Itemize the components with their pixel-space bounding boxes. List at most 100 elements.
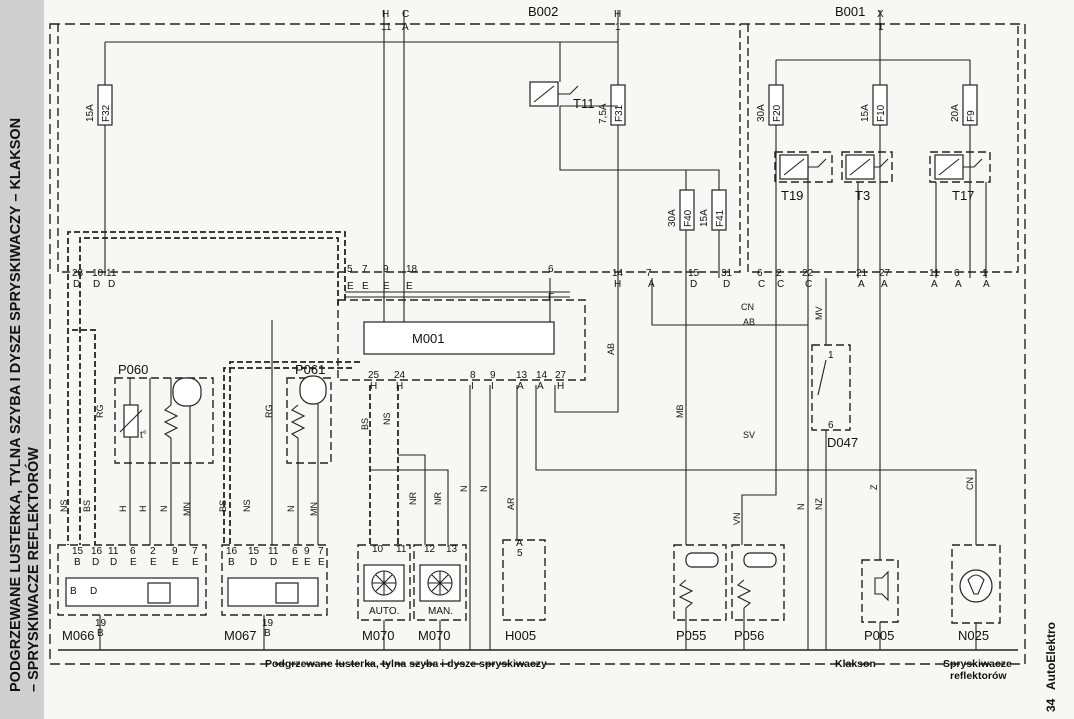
svg-text:E: E (130, 557, 137, 568)
svg-text:B: B (264, 628, 271, 639)
rear-window-icon (685, 552, 719, 568)
svg-text:7: 7 (646, 268, 652, 279)
svg-text:A: A (931, 279, 938, 290)
svg-text:D: D (690, 279, 697, 290)
fuse-f32: 15A F32 (85, 84, 113, 126)
svg-text:AR: AR (506, 497, 516, 510)
m070-man-outline (413, 544, 467, 621)
svg-text:B: B (228, 557, 235, 568)
svg-text:2: 2 (150, 546, 156, 557)
svg-text:22: 22 (802, 268, 814, 279)
m067-module (227, 577, 319, 607)
svg-text:9: 9 (383, 264, 389, 275)
d047-label: D047 (827, 435, 858, 450)
fuse-f10: 15A F10 (860, 84, 888, 126)
svg-text:8: 8 (470, 370, 476, 381)
screen-resistors (678, 579, 752, 650)
svg-text:14: 14 (612, 268, 624, 279)
svg-text:E: E (362, 281, 369, 292)
svg-text:15A: 15A (699, 209, 710, 227)
svg-text:D: D (92, 557, 99, 568)
caption-horn: Klakson (835, 658, 876, 670)
fuse-f31: 7,5A F31 (598, 84, 626, 126)
b002-internal (559, 105, 808, 326)
svg-text:F20: F20 (772, 104, 783, 122)
m001-label: M001 (412, 331, 445, 346)
p061-heater (286, 377, 332, 464)
terminal-h11-number: 11 (381, 22, 392, 33)
svg-text:5: 5 (347, 264, 353, 275)
m001-module (363, 321, 555, 355)
sidebar-title-strip: PODGRZEWANE LUSTERKA, TYLNA SZYBA I DYSZ… (0, 0, 44, 719)
m067-pins: 16B 15D 11D 6E 9E 7E 19 B (226, 546, 325, 639)
relay-t19: T19 (774, 151, 833, 203)
rear-window-icon-2 (743, 552, 777, 568)
b001-label: B001 (835, 4, 865, 19)
svg-text:1: 1 (982, 268, 988, 279)
svg-text:D: D (723, 279, 730, 290)
m001-lower-wires (469, 278, 977, 650)
relay-t11: T11 (529, 81, 594, 111)
horn-icon (874, 570, 889, 602)
d047-pin-6: 6 (828, 420, 834, 431)
svg-text:N: N (159, 506, 169, 513)
svg-text:15: 15 (688, 268, 700, 279)
m067-mirror-icon (275, 582, 299, 604)
svg-text:C: C (805, 279, 812, 290)
svg-text:B: B (74, 557, 81, 568)
terminal-h11-letter: H (382, 9, 389, 20)
svg-text:B: B (70, 586, 77, 597)
m066-label: M066 (62, 628, 95, 643)
d047-pin-1: 1 (828, 350, 834, 361)
svg-text:E: E (304, 557, 311, 568)
svg-text:SV: SV (743, 430, 755, 440)
svg-text:15A: 15A (85, 104, 96, 122)
svg-text:F31: F31 (614, 104, 625, 122)
svg-text:CN: CN (741, 302, 754, 312)
terminal-ca-number: A (402, 22, 409, 33)
h005-pin-letter: A (516, 538, 523, 549)
b002-label: B002 (528, 4, 558, 19)
svg-text:A: A (517, 381, 524, 392)
svg-text:T17: T17 (952, 188, 974, 203)
svg-text:20A: 20A (950, 104, 961, 122)
svg-text:VN: VN (732, 512, 742, 525)
outer-frame (49, 23, 1026, 665)
svg-text:D: D (93, 279, 100, 290)
fuse-f20: 30A F20 (756, 84, 784, 126)
m066-module (65, 577, 199, 607)
d047-contact (817, 359, 827, 396)
svg-text:6: 6 (757, 268, 763, 279)
p060-sensor-slash (119, 409, 143, 433)
svg-text:Z: Z (869, 484, 879, 490)
svg-text:H: H (370, 381, 377, 392)
svg-text:D: D (108, 279, 115, 290)
svg-text:7: 7 (318, 546, 324, 557)
n025-label: N025 (958, 628, 989, 643)
p055-outline (673, 544, 727, 621)
svg-text:F41: F41 (715, 209, 726, 227)
svg-text:11: 11 (268, 546, 279, 557)
svg-text:BS: BS (218, 500, 228, 512)
svg-text:7,5A: 7,5A (598, 103, 609, 124)
svg-text:9: 9 (172, 546, 178, 557)
b002-box (57, 24, 741, 273)
svg-text:NZ: NZ (814, 498, 824, 510)
svg-text:E: E (383, 281, 390, 292)
svg-text:16: 16 (91, 546, 103, 557)
relay-t3: T3 (841, 151, 893, 203)
svg-text:E: E (172, 557, 179, 568)
svg-text:19: 19 (95, 618, 107, 629)
svg-text:27: 27 (555, 370, 567, 381)
svg-text:T11: T11 (573, 96, 594, 111)
svg-text:N: N (796, 504, 806, 511)
m067-label: M067 (224, 628, 257, 643)
svg-text:18: 18 (406, 264, 418, 275)
svg-text:NR: NR (433, 492, 443, 505)
m070-pin-11: 11 (396, 544, 407, 555)
svg-text:9: 9 (490, 370, 496, 381)
svg-text:27: 27 (879, 268, 891, 279)
terminal-ca-letter: C (402, 9, 409, 20)
svg-text:F40: F40 (683, 209, 694, 227)
